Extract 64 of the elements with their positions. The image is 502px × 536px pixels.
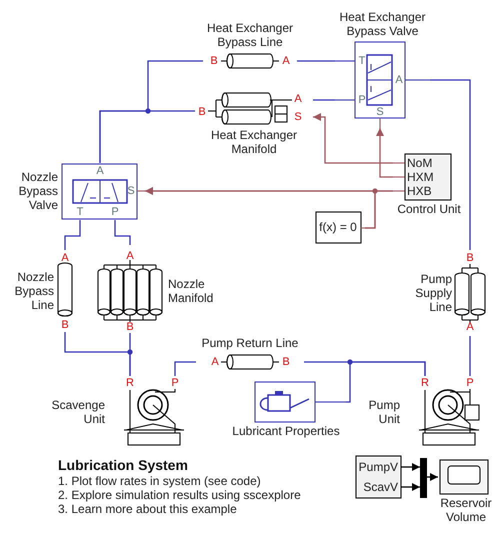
- port-label: S: [376, 106, 384, 118]
- port-name: ScavV: [362, 480, 398, 494]
- port-label: T: [76, 206, 84, 218]
- title: Lubrication System: [58, 457, 189, 473]
- block-label: Lubricant Properties: [231, 424, 341, 438]
- port-label: A: [282, 55, 290, 67]
- signal-arrow: [401, 463, 420, 471]
- port-label: P: [111, 206, 119, 218]
- block-label: Scavenge Unit: [50, 398, 105, 426]
- port-label: R: [126, 377, 134, 389]
- port-label: P: [171, 377, 179, 389]
- connection-line: [297, 60, 335, 62]
- block-label: Nozzle Bypass Line: [14, 270, 54, 312]
- block-label: Pump Return Line: [200, 336, 300, 350]
- port-name: PumpV: [358, 460, 398, 474]
- block-label: Pump Unit: [368, 398, 400, 426]
- signal-line: [365, 190, 393, 229]
- connection-line: [99, 110, 195, 163]
- connection-line: [430, 79, 471, 250]
- port-label: B: [210, 55, 218, 67]
- block-label: Nozzle Bypass Valve: [18, 170, 58, 212]
- port-label: B: [126, 321, 134, 333]
- block-label: Reservoir Volume: [439, 496, 493, 524]
- block-label: Nozzle Manifold: [168, 277, 214, 305]
- port-label: S: [127, 185, 135, 197]
- port-label: B: [282, 356, 290, 368]
- port-label: A: [211, 356, 219, 368]
- signal-arrow: [427, 473, 438, 481]
- port-label: A: [126, 250, 134, 262]
- connection-line: [64, 220, 81, 250]
- port-label: A: [294, 93, 302, 105]
- connection-line: [174, 361, 196, 376]
- port-label: P: [466, 377, 474, 389]
- block-label: Heat Exchanger Bypass Valve: [338, 10, 427, 38]
- port-label: T: [358, 55, 366, 67]
- block-label: Pump Supply Line: [414, 272, 452, 314]
- connection-line: [469, 336, 471, 376]
- port-label: P: [358, 94, 366, 106]
- signal-arrow: [376, 128, 393, 178]
- connection-line: [313, 99, 335, 101]
- port-label: A: [395, 74, 403, 86]
- note-text: 3. Learn more about this example: [58, 502, 238, 516]
- note-text: 2. Explore simulation results using sscexplore: [58, 488, 302, 502]
- connection-line: [346, 361, 426, 403]
- signal-arrow: [401, 483, 420, 491]
- connection-line: [129, 333, 131, 376]
- port-label: A: [96, 165, 104, 177]
- port-label: A: [466, 321, 474, 333]
- block-text: f(x) = 0: [318, 220, 358, 234]
- port-label: B: [466, 252, 474, 264]
- signal-arrow: [313, 113, 393, 164]
- port-label: B: [198, 106, 206, 118]
- port-label: B: [61, 319, 69, 331]
- port-label: A: [61, 252, 69, 264]
- connection-line: [114, 220, 131, 245]
- port-name: HXB: [407, 184, 433, 198]
- block-label: Control Unit: [396, 202, 462, 216]
- block-label: Heat Exchanger Bypass Line: [206, 21, 294, 49]
- note-text: 1. Plot flow rates in system (see code): [58, 474, 262, 488]
- port-name: NoM: [407, 156, 434, 170]
- port-label: S: [294, 111, 302, 123]
- port-name: HXM: [407, 170, 435, 184]
- block-label: Heat Exchanger Manifold: [210, 128, 298, 156]
- port-label: R: [421, 377, 429, 389]
